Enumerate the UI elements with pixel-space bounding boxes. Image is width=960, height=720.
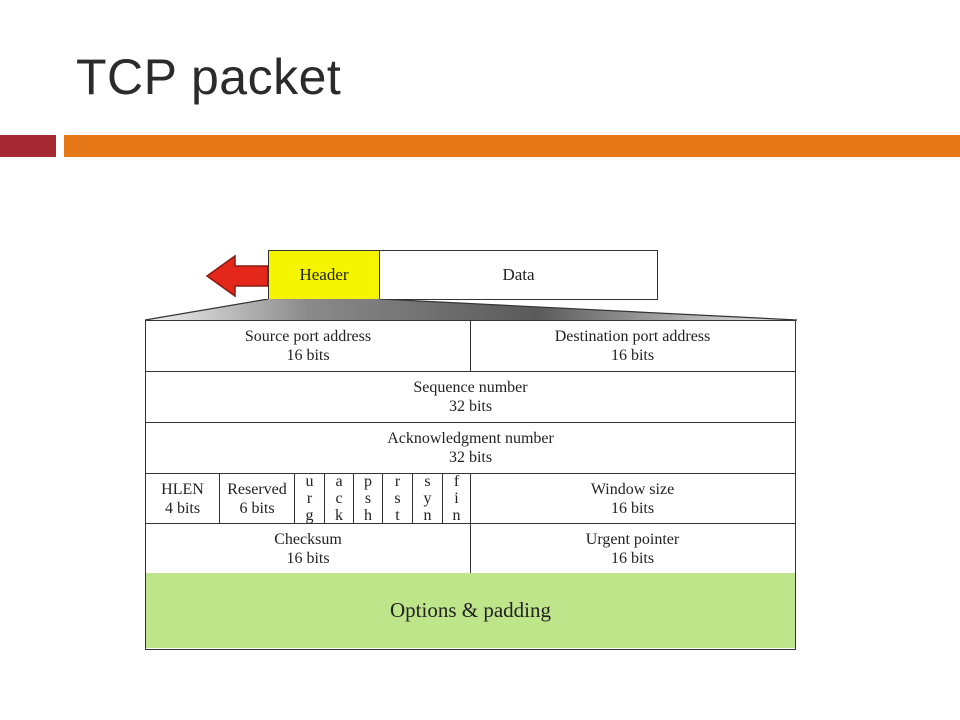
urgent-pointer-field: Urgent pointer 16 bits xyxy=(470,524,794,573)
accent-bar-left xyxy=(0,135,56,157)
hlen-field: HLEN 4 bits xyxy=(146,474,219,523)
sequence-number-name: Sequence number xyxy=(413,379,528,396)
reserved-field: Reserved 6 bits xyxy=(219,474,294,523)
flag-ack-letter: a xyxy=(335,473,343,490)
reserved-name: Reserved xyxy=(227,480,287,498)
destination-port-bits: 16 bits xyxy=(610,347,655,364)
urgent-pointer-bits: 16 bits xyxy=(610,549,655,567)
options-padding-field: Options & padding xyxy=(146,573,795,648)
reserved-bits: 6 bits xyxy=(239,499,275,517)
checksum-bits: 16 bits xyxy=(286,549,330,567)
accent-bar-right xyxy=(64,135,960,157)
hlen-bits: 4 bits xyxy=(164,499,201,517)
acknowledgment-number-field: Acknowledgment number 32 bits xyxy=(146,423,795,473)
flag-syn-letter: y xyxy=(423,490,432,507)
flag-urg-letter: u xyxy=(305,473,314,490)
flag-syn-letter: n xyxy=(423,507,432,524)
flag-rst-letter: r xyxy=(394,473,401,490)
flag-ack-letter: c xyxy=(335,490,343,507)
window-size-field: Window size 16 bits xyxy=(470,474,794,523)
checksum-name: Checksum xyxy=(274,530,342,548)
flag-urg-letter: g xyxy=(305,507,314,524)
packet-data-box: Data xyxy=(380,250,658,300)
row-checksum: Checksum 16 bits Urgent pointer 16 bits xyxy=(146,524,795,574)
flag-syn: s y n xyxy=(412,473,442,524)
flag-fin-letter: i xyxy=(454,490,459,507)
row-sequence: Sequence number 32 bits xyxy=(146,372,795,423)
hlen-name: HLEN xyxy=(161,480,204,498)
checksum-field: Checksum 16 bits xyxy=(146,524,470,573)
destination-port-name: Destination port address xyxy=(554,328,711,345)
urgent-pointer-name: Urgent pointer xyxy=(585,530,680,548)
flag-rst: r s t xyxy=(382,473,412,524)
left-arrow-icon xyxy=(205,254,269,298)
flag-urg-letter: r xyxy=(306,490,313,507)
row-ports: Source port address 16 bits Destination … xyxy=(146,321,795,372)
acknowledgment-number-name: Acknowledgment number xyxy=(387,430,554,447)
flag-syn-letter: s xyxy=(424,473,431,490)
source-port-field: Source port address 16 bits xyxy=(146,321,470,371)
row-acknowledgment: Acknowledgment number 32 bits xyxy=(146,423,795,474)
flag-rst-letter: s xyxy=(394,490,401,507)
flag-fin-letter: f xyxy=(453,473,460,490)
tcp-header-grid: Source port address 16 bits Destination … xyxy=(145,320,796,650)
destination-port-field: Destination port address 16 bits xyxy=(470,321,794,371)
flag-ack-letter: k xyxy=(335,507,343,524)
window-size-bits: 16 bits xyxy=(610,499,655,517)
flag-ack: a c k xyxy=(324,473,353,524)
flag-psh-letter: p xyxy=(364,473,372,490)
window-size-name: Window size xyxy=(590,480,675,498)
source-port-name: Source port address xyxy=(244,328,372,345)
flag-fin-letter: n xyxy=(452,507,461,524)
flag-rst-letter: t xyxy=(395,507,400,524)
acknowledgment-number-bits: 32 bits xyxy=(448,449,493,466)
flag-fin: f i n xyxy=(442,473,470,524)
flag-psh-letter: h xyxy=(364,507,372,524)
source-port-bits: 16 bits xyxy=(286,347,330,364)
flag-psh-letter: s xyxy=(364,490,372,507)
packet-header-box: Header xyxy=(268,250,380,300)
options-padding-name: Options & padding xyxy=(390,598,551,622)
header-expansion-funnel xyxy=(145,299,797,321)
flag-psh: p s h xyxy=(353,473,382,524)
sequence-number-field: Sequence number 32 bits xyxy=(146,372,795,422)
sequence-number-bits: 32 bits xyxy=(448,398,493,415)
packet-header-label: Header xyxy=(299,265,349,284)
packet-data-label: Data xyxy=(502,265,535,284)
row-control: HLEN 4 bits Reserved 6 bits u r g a c k … xyxy=(146,473,795,524)
flag-urg: u r g xyxy=(294,473,324,524)
slide-title: TCP packet xyxy=(76,49,342,105)
